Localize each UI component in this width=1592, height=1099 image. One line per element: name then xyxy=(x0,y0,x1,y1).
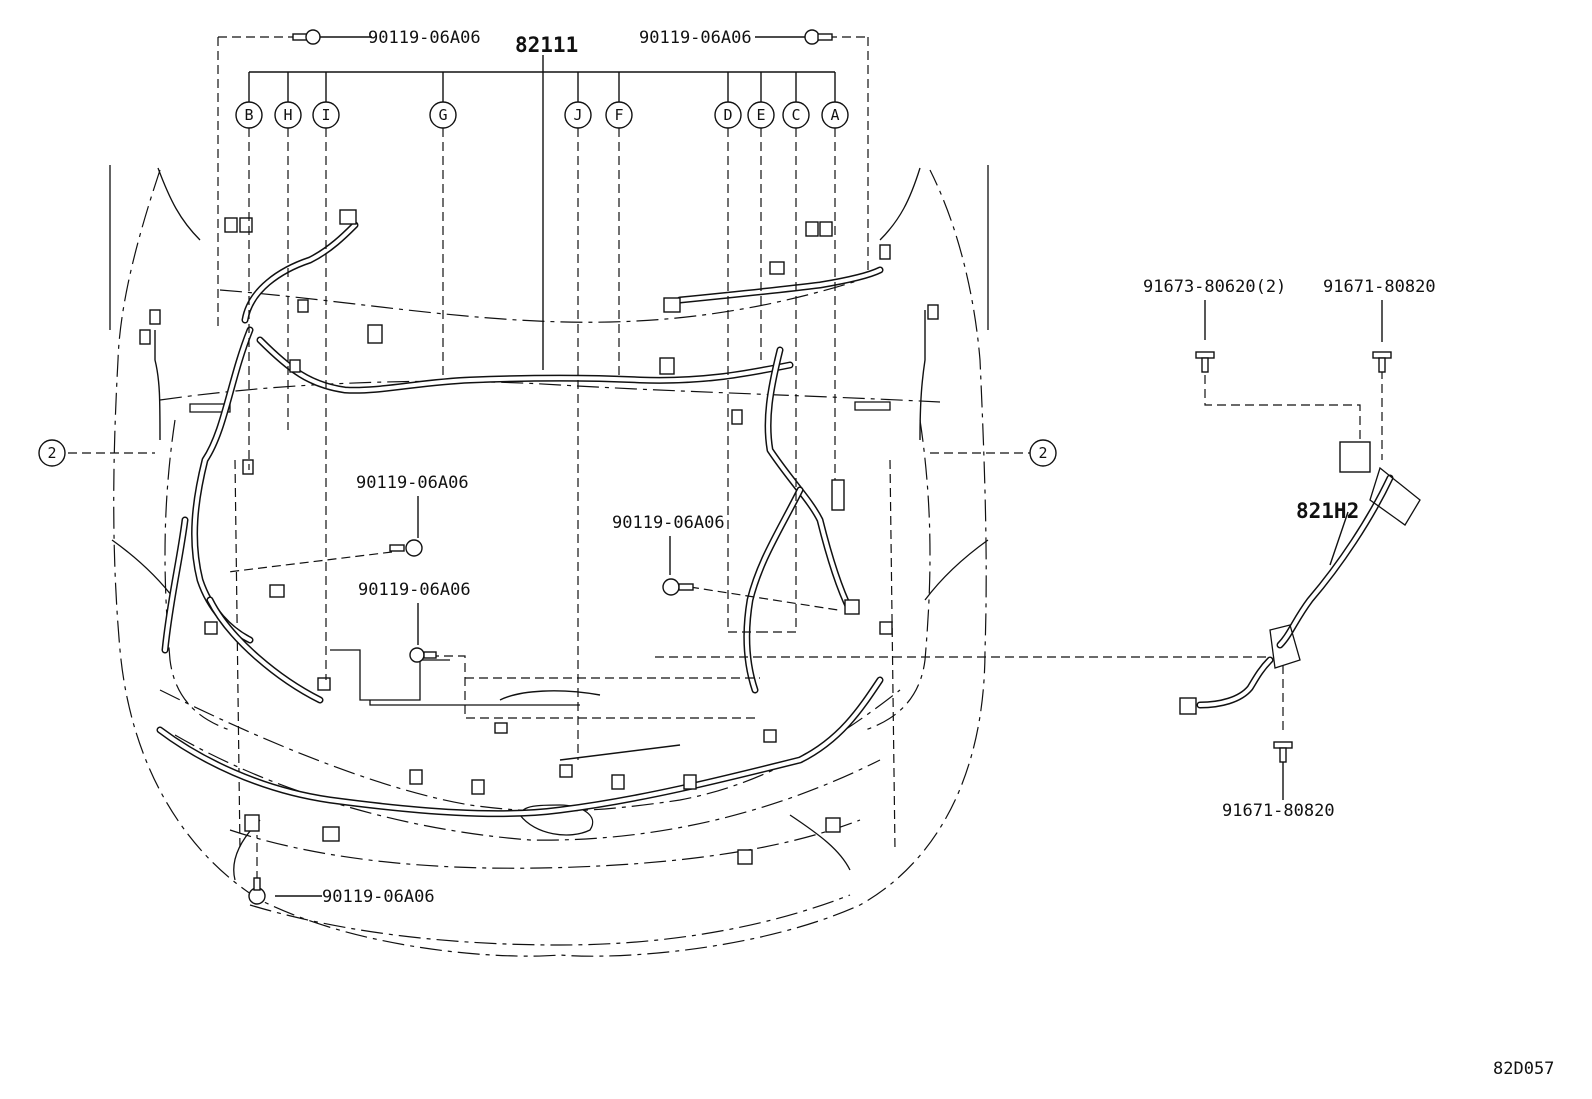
bolts xyxy=(248,29,1392,905)
svg-text:C: C xyxy=(791,106,800,124)
label-bolt-center-lower: 90119-06A06 xyxy=(358,580,471,600)
svg-text:F: F xyxy=(614,106,623,124)
label-bolt-top-right: 90119-06A06 xyxy=(639,28,752,48)
bolt-icon xyxy=(292,29,321,45)
svg-text:B: B xyxy=(244,106,253,124)
reference-callout-right: 2 xyxy=(1029,439,1057,467)
connector-callout-c: C xyxy=(782,101,810,129)
connector-callout-a: A xyxy=(821,101,849,129)
connector-letter-callouts: B H I G J F D E xyxy=(235,101,849,129)
reference-callout-left: 2 xyxy=(38,439,66,467)
label-harness-82111: 82111 xyxy=(515,33,578,57)
bolt-icon xyxy=(409,647,437,663)
connector-callout-e: E xyxy=(747,101,775,129)
engine-room-harness xyxy=(154,221,926,818)
svg-text:H: H xyxy=(283,106,292,124)
svg-text:2: 2 xyxy=(47,444,56,462)
bolt-icon xyxy=(248,877,266,905)
connector-callout-f: F xyxy=(605,101,633,129)
connector-callout-j: J xyxy=(564,101,592,129)
sub-harness-821H2 xyxy=(1179,441,1421,715)
label-bolt-bottom: 90119-06A06 xyxy=(322,887,435,907)
bolt-icon xyxy=(389,539,423,557)
svg-text:I: I xyxy=(321,106,330,124)
label-bolt-top-left: 90119-06A06 xyxy=(368,28,481,48)
bolt-icon xyxy=(1195,351,1215,373)
label-bracket-bolt-top: 91671-80820 xyxy=(1323,277,1436,297)
svg-text:E: E xyxy=(756,106,765,124)
label-bolt-center-left: 90119-06A06 xyxy=(356,473,469,493)
bolt-icon xyxy=(1372,351,1392,373)
bolt-icon xyxy=(662,578,694,596)
connector-callout-h: H xyxy=(274,101,302,129)
svg-text:A: A xyxy=(830,106,839,124)
connector-callout-d: D xyxy=(714,101,742,129)
svg-text:J: J xyxy=(573,106,582,124)
vehicle-body-outline xyxy=(109,165,989,957)
part-number-labels: 90119-06A06 90119-06A06 82111 90119-06A0… xyxy=(322,28,1554,1079)
leader-lines xyxy=(68,36,1383,897)
bolt-icon xyxy=(1273,741,1293,763)
connector-callout-b: B xyxy=(235,101,263,129)
bolt-icon xyxy=(804,29,833,45)
diagram-code: 82D057 xyxy=(1493,1059,1554,1079)
connector-callout-i: I xyxy=(312,101,340,129)
harness-connectors xyxy=(139,209,939,865)
connector-callout-g: G xyxy=(429,101,457,129)
label-sub-harness-821H2: 821H2 xyxy=(1296,499,1359,523)
svg-text:D: D xyxy=(723,106,732,124)
label-bolt-center-right: 90119-06A06 xyxy=(612,513,725,533)
svg-text:G: G xyxy=(438,106,447,124)
svg-text:2: 2 xyxy=(1038,444,1047,462)
label-bracket-bolt-bottom: 91671-80820 xyxy=(1222,801,1335,821)
label-bracket-bolt-2: 91673-80620(2) xyxy=(1143,277,1286,297)
